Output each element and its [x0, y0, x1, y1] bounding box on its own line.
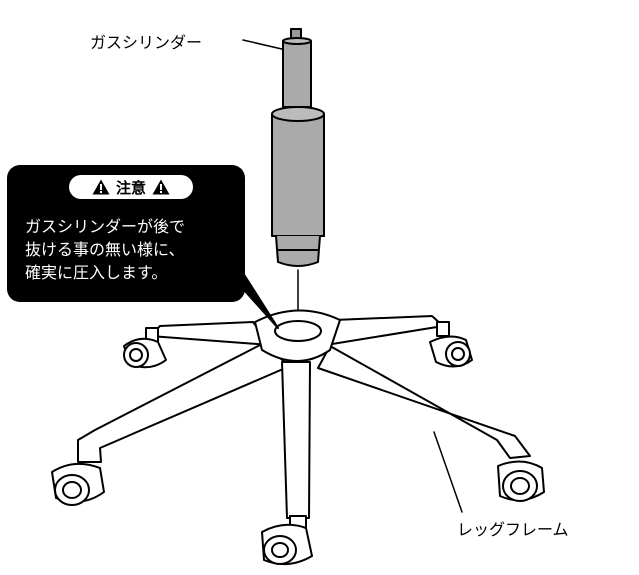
- warning-triangle-icon: [152, 179, 170, 195]
- caster-back-left: [123, 327, 167, 369]
- caution-line-2: 抜ける事の無い様に、: [25, 240, 185, 259]
- frame-leader-line: [433, 431, 463, 513]
- caster-back-right: [429, 321, 473, 368]
- caution-badge: 注意: [69, 175, 193, 199]
- caster-right: [497, 460, 545, 502]
- warning-triangle-icon: [92, 179, 110, 195]
- caution-line-3: 確実に圧入します。: [25, 263, 168, 282]
- caster-front: [261, 515, 313, 566]
- caster-left: [51, 462, 105, 506]
- cylinder-leader-line: [242, 39, 287, 51]
- leg-frame: [77, 309, 531, 519]
- caution-message: ガスシリンダーが後で 抜ける事の無い様に、 確実に圧入します。: [25, 215, 185, 284]
- leg-frame-label: レッグフレーム: [457, 520, 569, 539]
- gas-cylinder: [271, 28, 325, 267]
- gas-cylinder-label: ガスシリンダー: [90, 33, 203, 52]
- caution-title: 注意: [115, 178, 146, 197]
- caution-line-1: ガスシリンダーが後で: [25, 217, 186, 236]
- caution-callout: 注意 ガスシリンダーが後で 抜ける事の無い様に、 確実に圧入します。: [7, 165, 245, 302]
